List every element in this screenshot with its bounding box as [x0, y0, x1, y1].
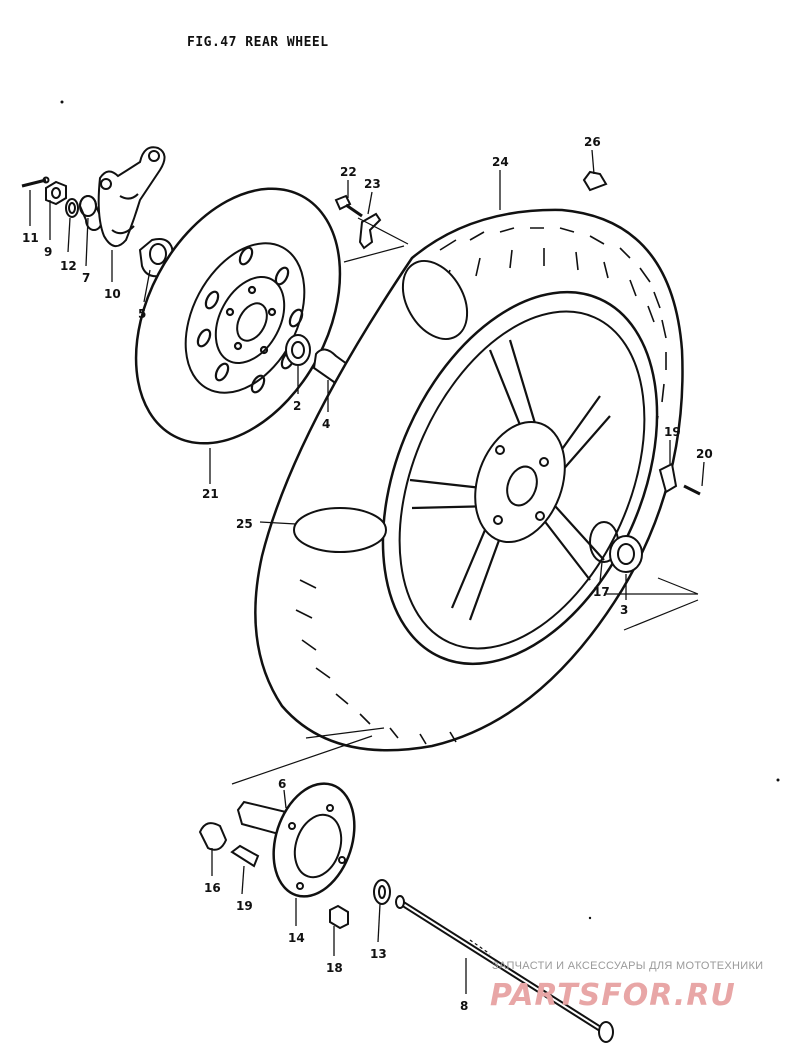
callout-19-lower: 19 [236, 899, 253, 913]
callout-25: 25 [236, 517, 253, 531]
part-22-bolt [334, 194, 363, 218]
callout-7: 7 [82, 271, 90, 285]
part-18-nut [329, 904, 349, 930]
callout-11: 11 [22, 231, 39, 245]
callout-26: 26 [584, 135, 601, 149]
callout-24: 24 [492, 155, 509, 169]
scan-specks [60, 100, 780, 920]
part-26-valve [582, 170, 608, 192]
watermark-logo: PARTSFOR.RU [490, 978, 736, 1013]
part-9-nut [45, 180, 67, 206]
part-11-cotter-pin [21, 176, 50, 188]
callout-23: 23 [364, 177, 381, 191]
callout-21: 21 [202, 487, 219, 501]
callout-13: 13 [370, 947, 387, 961]
callout-10: 10 [104, 287, 121, 301]
part-12-washer [65, 198, 79, 218]
callout-9: 9 [44, 245, 52, 259]
callout-18: 18 [326, 961, 343, 975]
callout-6: 6 [278, 777, 286, 791]
part-2-bearing [285, 334, 311, 366]
part-13-washer [373, 879, 391, 905]
watermark-tagline: ЗАПЧАСТИ И АКСЕССУАРЫ ДЛЯ МОТОТЕХНИКИ [492, 960, 764, 972]
assembly-guide-lines [231, 217, 699, 955]
callout-22: 22 [340, 165, 357, 179]
part-3-bearing [609, 535, 643, 573]
callout-16: 16 [204, 881, 221, 895]
callout-3: 3 [620, 603, 628, 617]
part-14-sprocket-drum [272, 782, 356, 898]
callout-12: 12 [60, 259, 77, 273]
figure-title: FIG.47 REAR WHEEL [187, 35, 329, 50]
callout-2: 2 [293, 399, 301, 413]
leader-lines [29, 149, 705, 994]
part-19-tab-washer [658, 462, 678, 494]
callout-14: 14 [288, 931, 305, 945]
part-24-wheel-assembly [254, 208, 684, 752]
part-23-lock-plate [358, 212, 382, 250]
part-8-axle [395, 895, 614, 1043]
callout-8: 8 [460, 999, 468, 1013]
part-10-bracket [97, 146, 166, 247]
part-20-bolt [683, 484, 701, 496]
part-16-nut [198, 822, 228, 851]
part-19-stud [230, 844, 260, 868]
callout-20: 20 [696, 447, 713, 461]
